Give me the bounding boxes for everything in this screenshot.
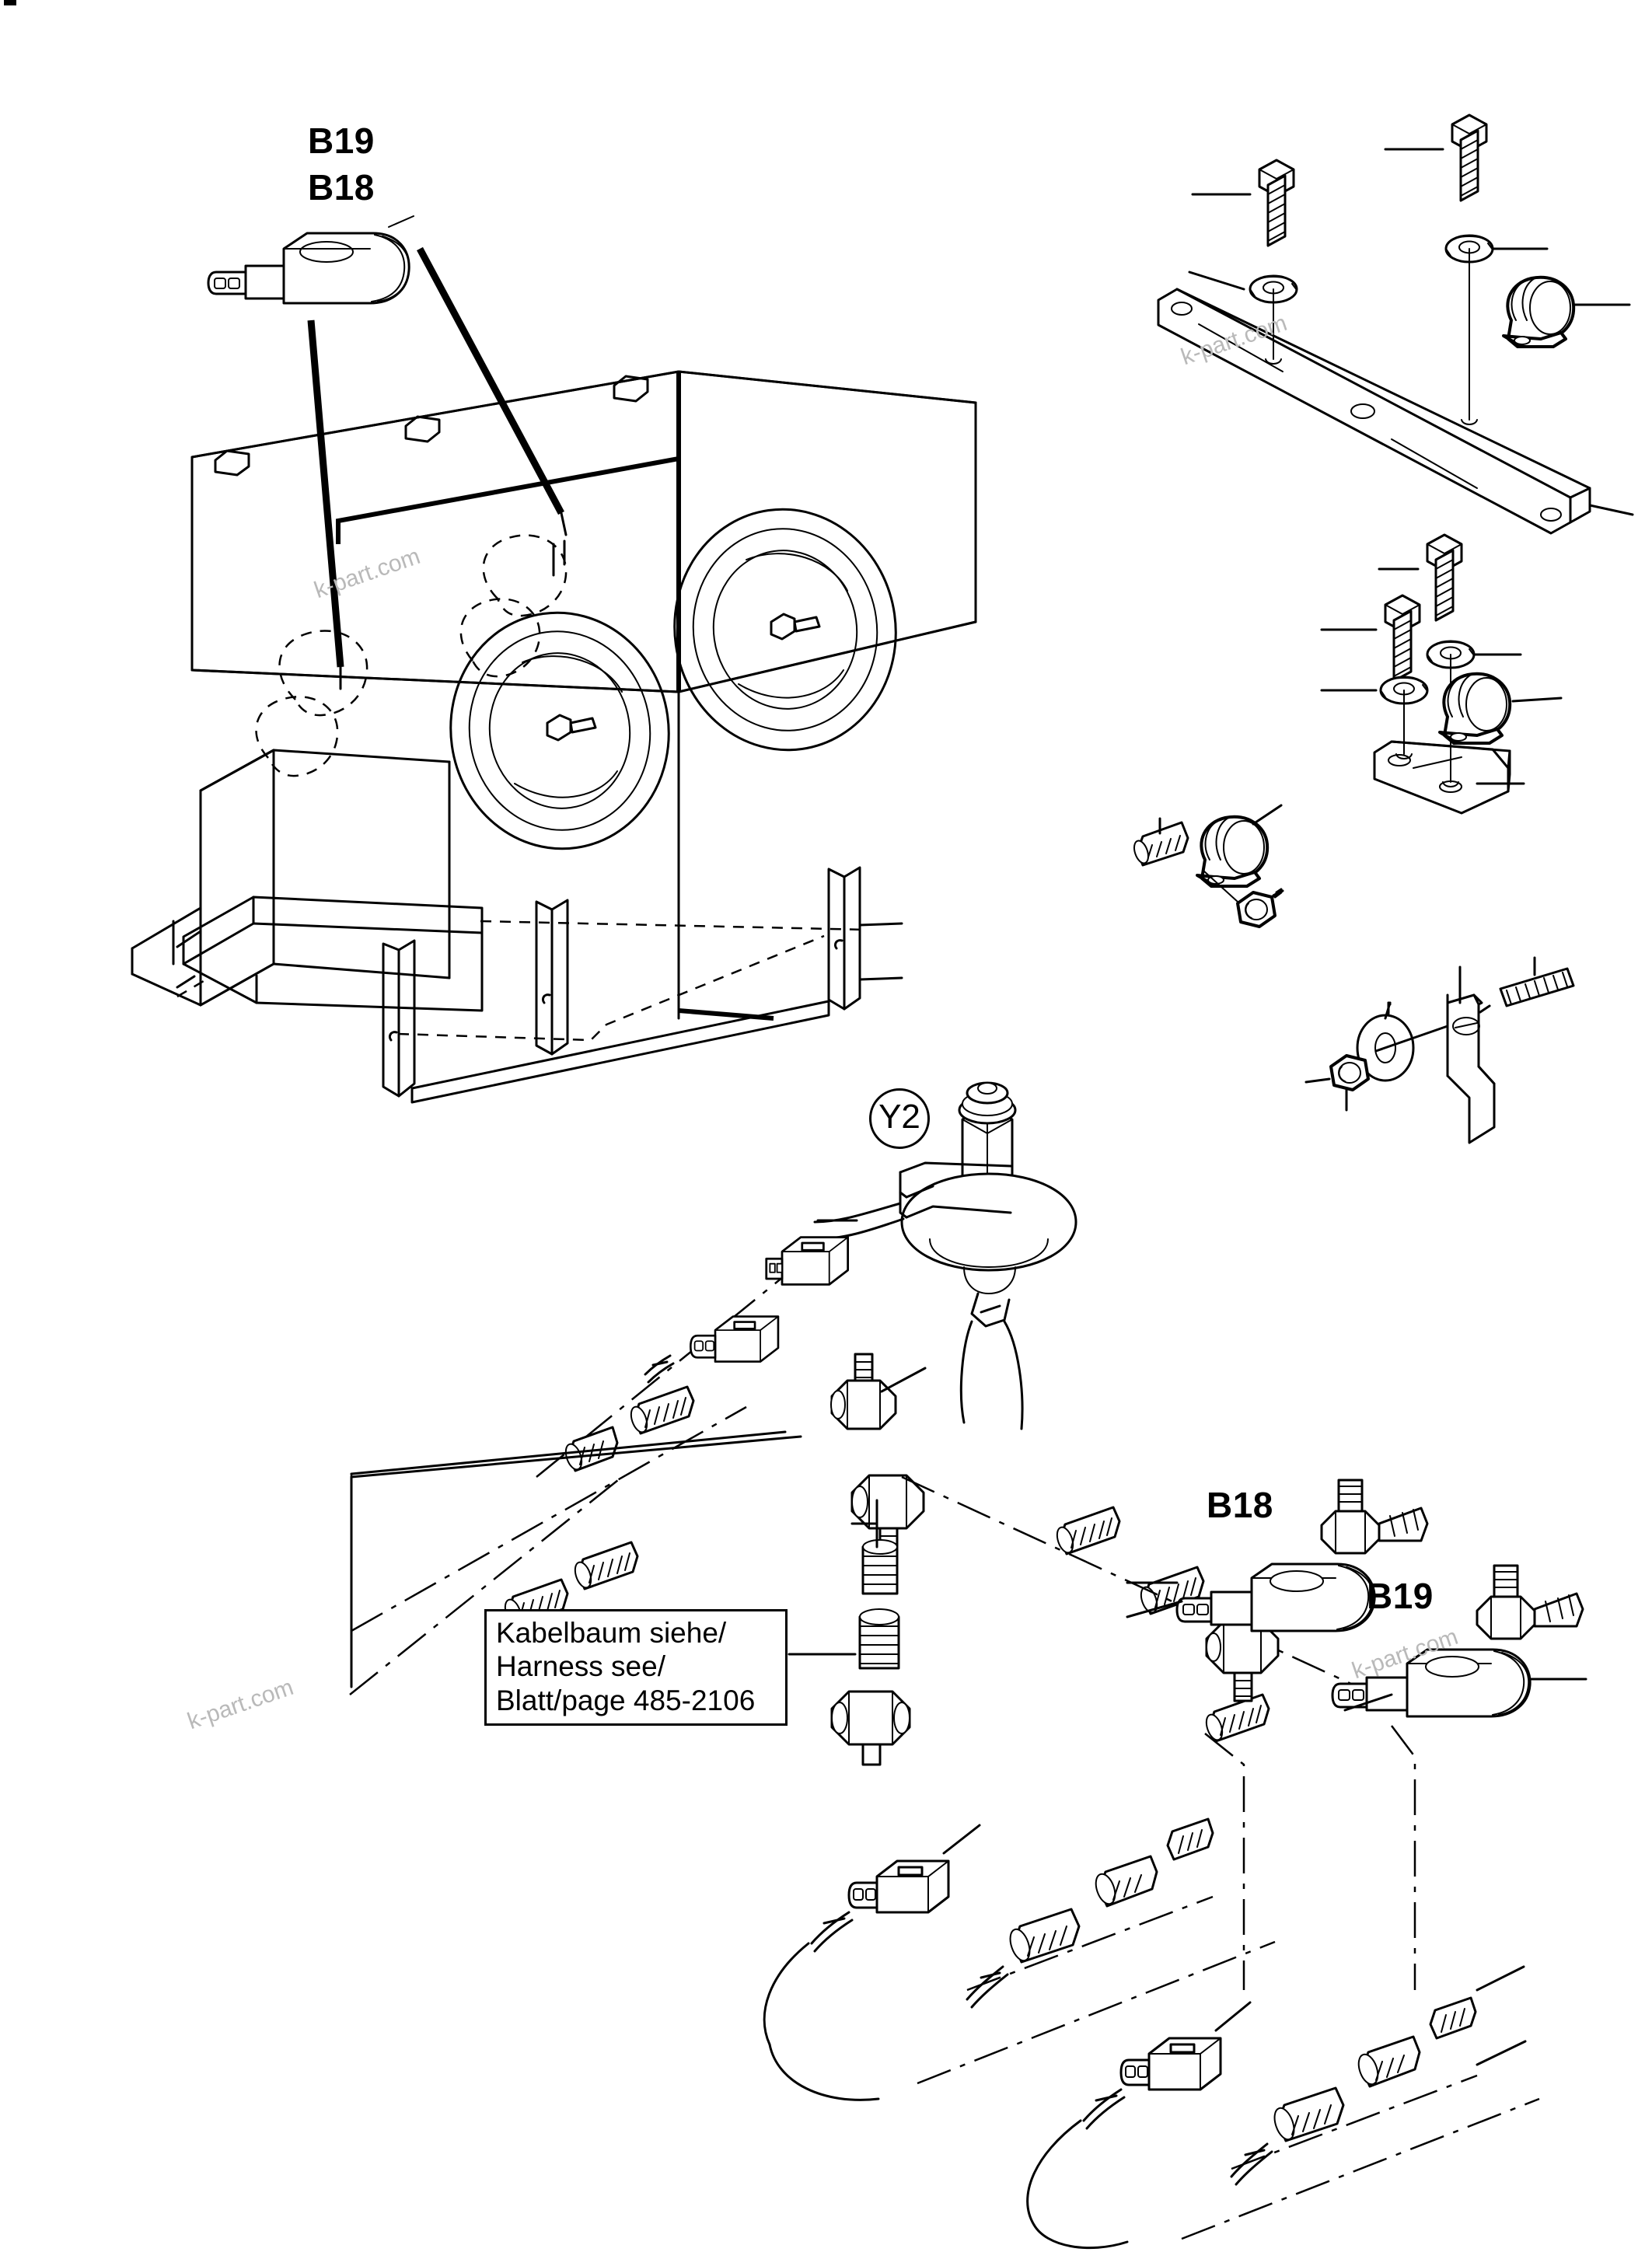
harness-note-line-3: Blatt/page 485-2106 — [496, 1684, 756, 1716]
harness-reference-note: Kabelbaum siehe/ Harness see/ Blatt/page… — [484, 1609, 788, 1726]
callout-b19-lower: B19 — [1367, 1576, 1434, 1616]
harness-note-line-2: Harness see/ — [496, 1650, 665, 1683]
registration-mark — [4, 0, 16, 5]
sensor-b18-lower — [1126, 1479, 1429, 1632]
mounting-rail-hardware-group — [1157, 113, 1634, 535]
harness-connectors-lower — [763, 1817, 1540, 2250]
sensor-b19-b18-top — [207, 215, 774, 1021]
callout-bubble-y2: Y2 — [869, 1088, 930, 1149]
callout-b19-top: B19 — [308, 120, 375, 161]
main-tank-housing — [131, 370, 977, 1104]
angle-bracket-group — [1304, 956, 1575, 1144]
callout-y2-label: Y2 — [878, 1098, 920, 1136]
clamp-nut-group — [1133, 804, 1284, 928]
callout-b18-lower: B18 — [1207, 1485, 1273, 1525]
callout-b18-top: B18 — [308, 167, 375, 208]
bracket-plate-hardware-group — [1320, 533, 1563, 815]
sensor-b19-lower — [1331, 1564, 1587, 1718]
solenoid-valve-y2 — [813, 1081, 1077, 1430]
harness-note-line-1: Kabelbaum siehe/ — [496, 1617, 727, 1649]
piping-tee-assembly — [788, 1353, 1416, 1990]
